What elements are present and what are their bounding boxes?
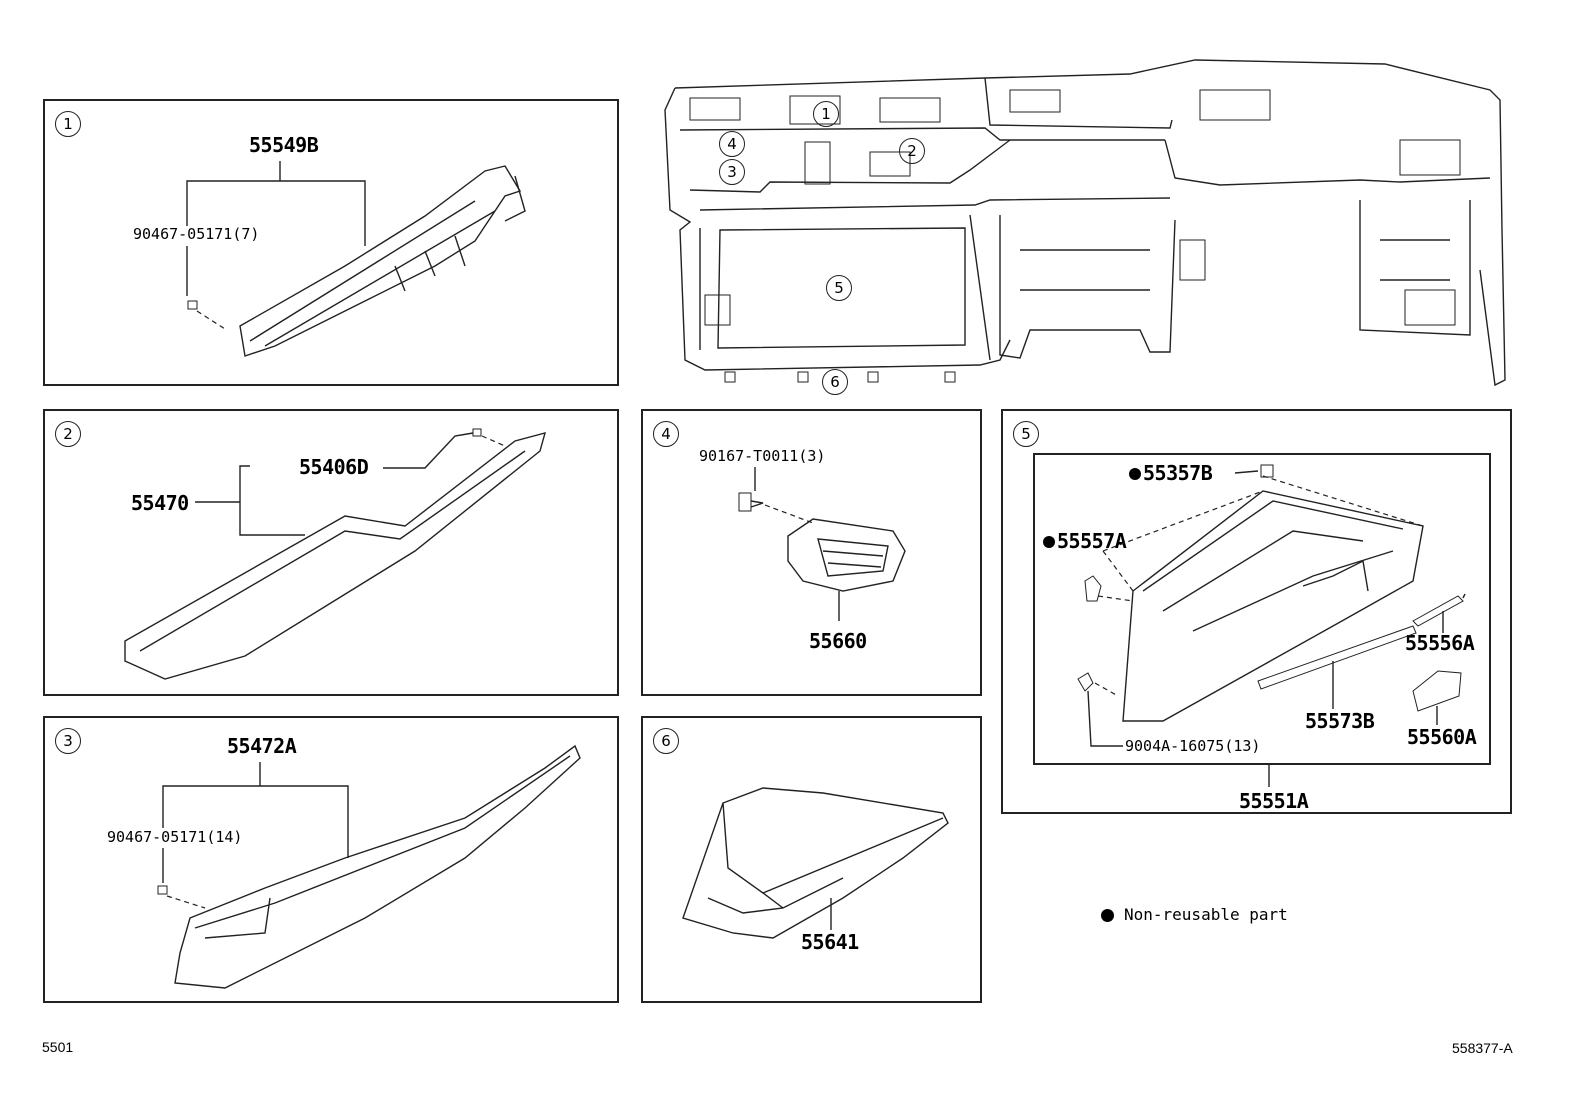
part-label-55560A: 55560A: [1407, 725, 1477, 749]
glove-box-assy-frame: [1033, 453, 1491, 765]
panel-5: 5 55357B 55557A 55556A 55573B 55560A 900…: [1001, 409, 1512, 814]
overview-callout-6: 6: [822, 369, 848, 395]
panel-4-drawing: [738, 467, 906, 621]
part-label-55573B: 55573B: [1305, 709, 1375, 733]
part-label-55549B: 55549B: [249, 133, 319, 157]
footer-right-code: 558377-A: [1452, 1040, 1513, 1056]
part-label-9004A-16075: 9004A-16075(13): [1125, 737, 1261, 755]
panel-2-number: 2: [55, 421, 81, 447]
panel-3: 3 55472A 90467-05171(14): [43, 716, 619, 1003]
part-label-55641: 55641: [801, 930, 859, 954]
overview-callout-2: 2: [899, 138, 925, 164]
panel-2-drawing: [124, 428, 547, 680]
part-label-90167-T0011: 90167-T0011(3): [699, 447, 826, 465]
panel-4: 4 90167-T0011(3) 55660: [641, 409, 982, 696]
part-label-55551A: 55551A: [1239, 789, 1309, 813]
part-label-55472A: 55472A: [227, 734, 297, 758]
part-label-55357B: 55357B: [1129, 461, 1213, 485]
panel-5-number: 5: [1013, 421, 1039, 447]
footer-left-code: 5501: [42, 1039, 74, 1055]
panel-6-number: 6: [653, 728, 679, 754]
panel-1-drawing: [186, 161, 526, 357]
part-label-clip-7: 90467-05171(7): [133, 225, 260, 243]
part-label-55556A: 55556A: [1405, 631, 1475, 655]
panel-6-drawing: [682, 787, 949, 939]
non-reusable-dot-icon: [1101, 909, 1114, 922]
panel-2: 2 55406D 55470: [43, 409, 619, 696]
non-reusable-dot-icon: [1043, 536, 1055, 548]
part-label-55357B-text: 55357B: [1143, 461, 1213, 485]
part-label-55470: 55470: [131, 491, 189, 515]
panel-1: 1 55549B 90467-05171(7): [43, 99, 619, 386]
panel-3-drawing: [157, 744, 581, 989]
panel-3-number: 3: [55, 728, 81, 754]
legend: Non-reusable part: [1101, 905, 1288, 924]
part-label-clip-14: 90467-05171(14): [107, 828, 243, 846]
overview-callout-3: 3: [719, 159, 745, 185]
overview-callout-4: 4: [719, 131, 745, 157]
overview-callout-5: 5: [826, 275, 852, 301]
panel-1-number: 1: [55, 111, 81, 137]
legend-text: Non-reusable part: [1124, 905, 1288, 924]
non-reusable-dot-icon: [1129, 468, 1141, 480]
part-label-55557A-text: 55557A: [1057, 529, 1127, 553]
overview-callout-1: 1: [813, 101, 839, 127]
part-label-55406D: 55406D: [299, 455, 369, 479]
panel-4-number: 4: [653, 421, 679, 447]
panel-5-drawing: [1077, 464, 1466, 787]
part-label-55660: 55660: [809, 629, 867, 653]
panel-6: 6 55641: [641, 716, 982, 1003]
part-label-55557A: 55557A: [1043, 529, 1127, 553]
